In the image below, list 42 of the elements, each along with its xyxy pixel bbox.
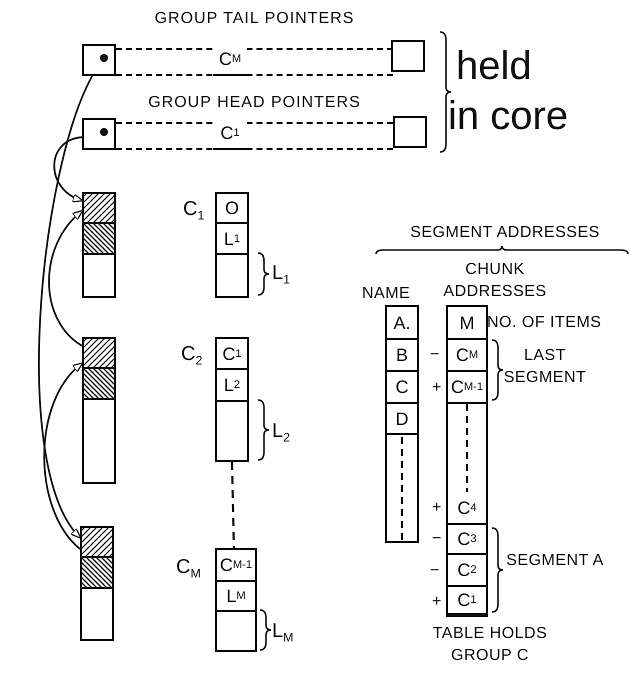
annotation: TABLE HOLDS GROUP C	[432, 624, 548, 666]
annotation: −	[432, 529, 442, 549]
chunk-label: C$_{1}$	[183, 198, 204, 221]
annotation: in core	[448, 96, 568, 136]
table-column	[385, 305, 419, 543]
annotation: +	[432, 378, 442, 398]
chunk-label: L$_{1}$	[272, 262, 290, 285]
arrow	[38, 76, 94, 539]
pointer-cell	[82, 118, 116, 150]
arrow	[43, 362, 84, 550]
table-column	[446, 305, 488, 617]
annotation: CHUNK ADDRESSES	[442, 260, 548, 302]
annotation: −	[430, 561, 440, 581]
annotation: +	[432, 592, 442, 612]
pointer-array	[82, 10, 427, 78]
pointer-cell	[82, 44, 116, 76]
chunk-block	[215, 337, 249, 462]
pointer-cell	[391, 40, 425, 72]
chunk-label: L$_{2}$	[272, 420, 290, 443]
chunk-label: C$_{2}$	[181, 343, 202, 366]
memory-chunk	[82, 192, 116, 298]
chunk-label: C$_{M}$	[176, 556, 201, 579]
memory-chunk	[80, 526, 114, 641]
memory-chunk	[82, 337, 116, 484]
annotation: NAME	[362, 284, 410, 304]
chunk-label: L$_{M}$	[272, 620, 294, 643]
chunk-block	[215, 192, 249, 298]
arrow	[48, 210, 84, 347]
annotation: +	[432, 498, 442, 518]
annotation: LAST SEGMENT	[502, 346, 588, 388]
array-heading: GROUP TAIL POINTERS	[154, 10, 356, 28]
arrow	[53, 136, 84, 202]
annotation: held	[456, 46, 532, 86]
pointer-array	[82, 94, 427, 152]
annotation: NO. OF ITEMS	[487, 313, 602, 333]
chunk-block	[215, 548, 257, 652]
dashed-line	[230, 462, 235, 548]
annotation: −	[430, 345, 440, 365]
pointer-cell	[393, 116, 427, 148]
annotation: SEGMENT A	[505, 551, 605, 571]
array-heading: GROUP HEAD POINTERS	[147, 94, 362, 112]
annotation: SEGMENT ADDRESSES	[409, 223, 601, 243]
